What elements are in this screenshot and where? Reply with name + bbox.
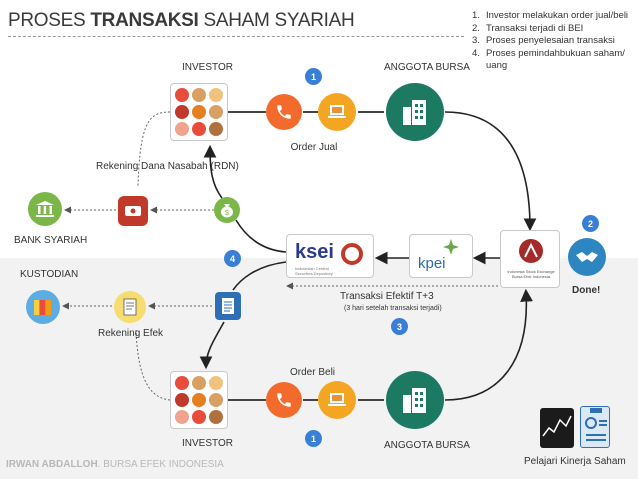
idx-logo-box[interactable]: Indonesia Stock Exchange Bursa Efek Indo… <box>500 230 560 288</box>
investor-bottom-group[interactable] <box>170 371 228 429</box>
kpei-logo-text: kpei <box>418 255 446 272</box>
done-label: Done! <box>572 285 601 296</box>
step-item: 4.Proses pemindahbukuan saham/ uang <box>472 47 625 72</box>
investor-face-icon <box>191 121 206 136</box>
footer-credit: IRWAN ABDALLOH. BURSA EFEK INDONESIA <box>6 459 224 470</box>
phone-icon <box>266 94 302 130</box>
handshake-icon <box>568 238 606 276</box>
order-jual-label: Order Jual <box>290 142 338 153</box>
step-badge: 3 <box>391 318 408 335</box>
investor-face-icon <box>208 121 223 136</box>
step-item: 2.Transaksi terjadi di BEI <box>472 22 584 34</box>
anggota-bottom-label: ANGGOTA BURSA <box>384 440 470 451</box>
bank-syariah-label: BANK SYARIAH <box>14 235 88 246</box>
investor-face-icon <box>175 104 190 119</box>
investor-face-icon <box>208 409 223 424</box>
building-icon <box>386 371 444 429</box>
investor-face-icon <box>175 88 190 103</box>
laptop-icon <box>318 381 356 419</box>
step-badge: 1 <box>305 430 322 447</box>
investor-face-icon <box>208 104 223 119</box>
investor-face-icon <box>208 376 223 391</box>
step-badge: 4 <box>224 250 241 267</box>
bank-icon <box>28 192 62 226</box>
step-badge: 2 <box>582 215 599 232</box>
investor-face-icon <box>191 392 206 407</box>
anggota-top-label: ANGGOTA BURSA <box>384 62 470 73</box>
ksei-logo-text: ksei <box>295 241 334 263</box>
idx-subtitle: Indonesia Stock Exchange Bursa Efek Indo… <box>507 269 555 279</box>
rekening-efek-doc-icon <box>114 291 146 323</box>
order-beli-label: Order Beli <box>290 367 336 378</box>
title-divider <box>8 36 464 37</box>
kpei-star-icon <box>443 239 459 255</box>
transaksi-note: (3 hari setelah transaksi terjadi) <box>344 305 442 312</box>
pelajari-link[interactable]: Pelajari Kinerja Saham <box>524 456 626 467</box>
investor-face-icon <box>191 104 206 119</box>
document-icon <box>215 292 241 320</box>
step-item: 3.Proses penyelesaian transaksi <box>472 35 615 46</box>
kpei-logo-box[interactable]: kpei <box>409 234 473 278</box>
investor-bottom-label: INVESTOR <box>182 438 233 449</box>
investor-face-icon <box>191 88 206 103</box>
step-badge: 1 <box>305 68 322 85</box>
kustodian-label: KUSTODIAN <box>20 269 79 280</box>
ksei-logo-box[interactable]: ksei Indonesian Central Securities Depos… <box>286 234 374 278</box>
phone-icon <box>266 382 302 418</box>
page-title: PROSES TRANSAKSI SAHAM SYARIAH <box>8 10 355 31</box>
rdn-label: Rekening Dana Nasabah (RDN) <box>96 161 239 172</box>
svg-text:$: $ <box>225 210 229 217</box>
investor-face-icon <box>191 409 206 424</box>
steps-list: 1.Investor melakukan order jual/beli 2.T… <box>472 10 632 73</box>
investor-top-label: INVESTOR <box>182 62 233 73</box>
step-item: 1.Investor melakukan order jual/beli <box>472 10 629 21</box>
building-icon <box>386 83 444 141</box>
laptop-icon <box>318 93 356 131</box>
report-clipboard-icon[interactable] <box>580 406 610 448</box>
idx-logo-icon <box>519 239 543 263</box>
investor-face-icon <box>175 392 190 407</box>
investor-face-icon <box>175 409 190 424</box>
archive-icon <box>26 290 60 324</box>
investor-face-icon <box>175 121 190 136</box>
rekening-efek-label: Rekening Efek <box>98 328 164 339</box>
stock-chart-icon[interactable] <box>540 408 574 448</box>
transaksi-efektif-label: Transaksi Efektif T+3 <box>340 291 434 302</box>
investor-face-icon <box>175 376 190 391</box>
investor-face-icon <box>208 392 223 407</box>
ksei-subtitle: Indonesian Central Securities Depository <box>295 266 333 276</box>
investor-face-icon <box>208 88 223 103</box>
investor-top-group[interactable] <box>170 83 228 141</box>
rdn-wallet-icon <box>118 196 148 226</box>
ksei-swirl-icon <box>341 243 363 265</box>
investor-face-icon <box>191 376 206 391</box>
money-bag-icon: $ <box>214 197 240 223</box>
